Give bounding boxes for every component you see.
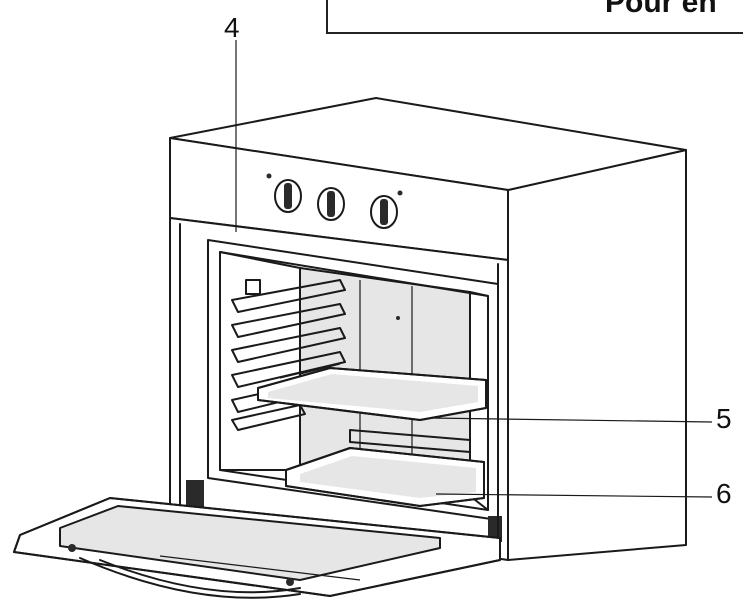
knob-middle (317, 187, 345, 221)
knob-left (266, 173, 302, 213)
callout-label-5: 5 (716, 403, 732, 434)
knob-right (370, 190, 403, 229)
cavity-floor (285, 447, 485, 507)
leader-line-6 (435, 493, 713, 498)
callout-label-6: 6 (716, 478, 732, 509)
oven-side-panel (507, 149, 687, 561)
title-fragment: Pour en (605, 0, 717, 19)
title-box (326, 0, 743, 34)
leader-line-5 (429, 417, 713, 423)
callout-label-4: 4 (224, 12, 240, 43)
oven-door (13, 497, 501, 599)
baking-tray (257, 363, 487, 421)
